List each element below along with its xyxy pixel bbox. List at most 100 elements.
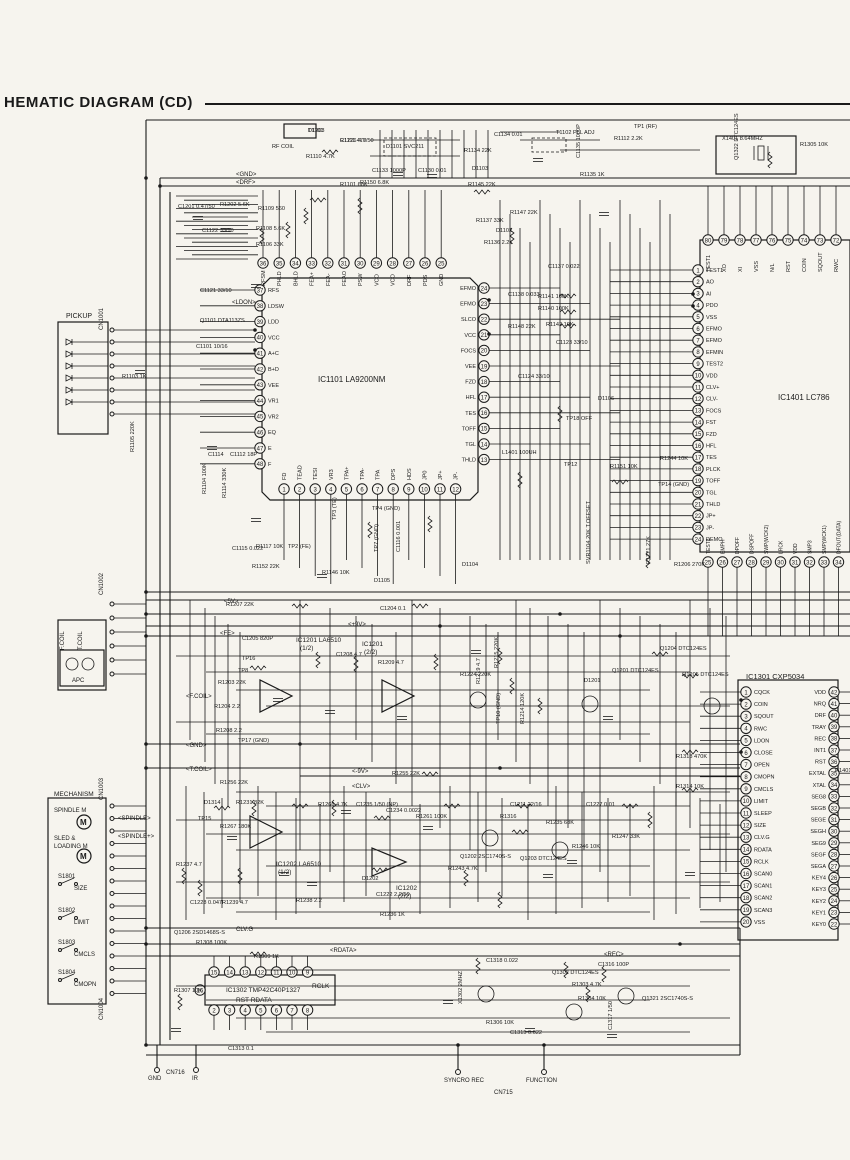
pin-name: PDO — [706, 303, 719, 309]
pin-number: 33 — [821, 560, 828, 566]
pin-ic1101-35: 35 — [273, 257, 285, 269]
spindle-motor-icon — [76, 814, 92, 830]
part-label: R1206 270K — [674, 562, 705, 568]
part-label: R1209 4.7 — [378, 660, 404, 666]
pin-name: DSPOFF — [750, 534, 756, 554]
pin-number: 6 — [696, 327, 700, 333]
pin-ic1301-33: 33 — [828, 790, 840, 803]
part-label: C1101 10/16 — [196, 344, 228, 350]
apc-label: APC — [72, 678, 85, 684]
pin-ic1101-22: 22 — [478, 313, 490, 325]
part-label: C1134 0.01 — [494, 132, 523, 138]
part-label: Q1101 DTA113ZS — [200, 318, 245, 324]
s1803-label: S1803 — [58, 940, 76, 946]
connector-pin — [109, 671, 115, 677]
pin-ic1101-18: 18 — [478, 375, 490, 388]
ic1101-label: IC1101 LA9200NM — [318, 375, 386, 384]
resistor-icon — [515, 803, 533, 809]
part-label: D1105 — [374, 578, 390, 584]
pin-number: 74 — [801, 238, 808, 244]
pin-number: 23 — [695, 526, 702, 532]
part-label: R1106 33K — [256, 242, 284, 248]
pin-ic1401-19: 19 — [692, 474, 704, 487]
pin-ic1101-19: 19 — [478, 360, 490, 372]
opamp-ic1202a — [249, 815, 284, 849]
resistor-icon — [427, 515, 433, 533]
cn1001-label: CN1001 — [99, 307, 105, 330]
pin-number: 17 — [481, 396, 488, 402]
part-label: C1234 0.0022 — [386, 808, 421, 814]
pin-number: 77 — [753, 238, 760, 244]
part-label: R1110 4.7K — [306, 154, 335, 160]
pin-name: EFMO — [706, 327, 723, 333]
pin-name: CLV- — [706, 397, 718, 403]
bus-gnd: <GND> — [236, 172, 257, 178]
pin-ic1101-3: 3 — [309, 483, 321, 495]
part-label: R1255 22K — [392, 771, 420, 777]
pin-ic1301-19: 19 — [740, 904, 752, 916]
resistor-icon — [249, 951, 267, 957]
bus-rdata: <RDATA> — [330, 948, 357, 954]
pin-ic1301-28: 28 — [828, 848, 840, 861]
pin-number: 22 — [831, 922, 838, 928]
pin-number: 4 — [744, 727, 748, 733]
pin-ic1401-12: 12 — [692, 393, 704, 405]
junction-dot — [498, 766, 502, 770]
pin-number: 25 — [831, 888, 838, 894]
pin-name: VR2 — [268, 414, 279, 420]
connector-pin — [109, 351, 115, 357]
resistor-icon — [331, 799, 337, 817]
part-label: X1401 8.64MHZ — [722, 136, 763, 142]
pin-number: 22 — [481, 318, 488, 324]
pin-number: 25 — [438, 261, 445, 267]
pin-name: THLD — [462, 458, 476, 464]
part-label: R1303 4.7K — [572, 982, 602, 988]
pin-name: SMP3 — [808, 540, 814, 554]
resistor-icon — [177, 993, 183, 1011]
pin-number: 20 — [743, 920, 750, 926]
resistor-icon — [559, 293, 577, 299]
pin-ic1101-16: 16 — [478, 407, 490, 419]
pin-ic1401-5: 5 — [692, 311, 704, 323]
apc-box — [59, 649, 105, 687]
pin-number: 7 — [696, 339, 700, 345]
pin-number: 33 — [308, 261, 315, 267]
pin-ic1101-20: 20 — [478, 344, 490, 357]
pin-ic1401-72: 72 — [830, 234, 842, 246]
pin-ic1101-30: 30 — [354, 257, 366, 269]
junction-dot — [487, 298, 491, 302]
pin-name: SCAN2 — [754, 896, 772, 902]
part-label: C1205 820P — [242, 636, 273, 642]
transistor-icon — [565, 1003, 583, 1021]
pin-name: RST — [786, 260, 792, 272]
shield-dashed — [383, 137, 437, 157]
pin-ic1301-22: 22 — [828, 918, 840, 930]
pin-name: SEG9 — [811, 841, 826, 847]
pin-number: 34 — [835, 560, 842, 566]
pin-ic1401-9: 9 — [692, 357, 704, 370]
part-label: R1135 1K — [580, 172, 605, 178]
resistor-icon — [357, 197, 363, 215]
pin-ic1401-13: 13 — [692, 404, 704, 417]
bus-clvg: CLV.G — [236, 927, 253, 933]
pin-ic1101-24: 24 — [478, 282, 490, 294]
pin-number: 15 — [743, 860, 750, 866]
pin-name: DPS — [391, 468, 397, 480]
pin-number: 39 — [831, 725, 838, 731]
pin-name: SEGE — [811, 818, 827, 824]
pin-number: 43 — [257, 383, 264, 389]
pin-ic1401-16: 16 — [692, 439, 704, 452]
resistor-icon — [511, 829, 529, 835]
part-label: R1243 4.7K — [448, 866, 478, 872]
pin-name: LIMIT — [754, 799, 769, 805]
pin-ic1301-39: 39 — [828, 721, 840, 733]
part-label: R1266 4.7K — [318, 802, 348, 808]
bus-clv: <CLV> — [352, 784, 371, 790]
pin-ic1401-17: 17 — [692, 451, 704, 463]
pin-ic1101-43: 43 — [254, 379, 266, 391]
pin-number: 8 — [306, 1008, 310, 1014]
pin-ic1101-5: 5 — [340, 483, 353, 495]
junction-dot — [678, 942, 682, 946]
pin-ic1101-48: 48 — [254, 458, 266, 470]
junction-dot — [144, 176, 148, 180]
